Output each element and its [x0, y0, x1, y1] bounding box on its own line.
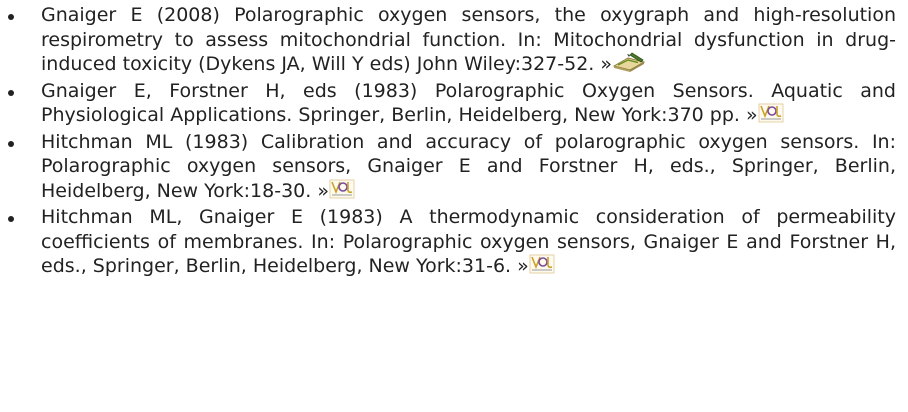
reference-text: Hitchman ML (1983) Calibration and accur…: [41, 130, 896, 202]
reference-item: Gnaiger E (2008) Polarographic oxygen se…: [0, 3, 908, 79]
reference-link[interactable]: »: [317, 179, 329, 202]
reference-item: Hitchman ML (1983) Calibration and accur…: [0, 130, 908, 206]
bullet-icon: [8, 14, 14, 20]
reference-text: Gnaiger E, Forstner H, eds (1983) Polaro…: [41, 79, 896, 127]
book-pen-icon[interactable]: [612, 52, 646, 79]
bullet-icon: [8, 216, 14, 222]
reference-text: Hitchman ML, Gnaiger E (1983) A thermody…: [41, 206, 896, 277]
reference-list: Gnaiger E (2008) Polarographic oxygen se…: [0, 3, 908, 281]
bioblast-publication-icon[interactable]: [529, 254, 555, 281]
reference-text: Gnaiger E (2008) Polarographic oxygen se…: [41, 4, 896, 75]
reference-link[interactable]: »: [600, 53, 612, 75]
reference-link[interactable]: »: [517, 255, 529, 277]
bullet-icon: [8, 89, 14, 96]
bioblast-publication-icon[interactable]: [758, 103, 784, 130]
reference-item: Hitchman ML, Gnaiger E (1983) A thermody…: [0, 205, 908, 281]
bioblast-publication-icon[interactable]: [329, 179, 355, 206]
reference-item: Gnaiger E, Forstner H, eds (1983) Polaro…: [0, 79, 908, 130]
reference-link[interactable]: »: [746, 104, 758, 126]
bullet-icon: [8, 140, 14, 147]
